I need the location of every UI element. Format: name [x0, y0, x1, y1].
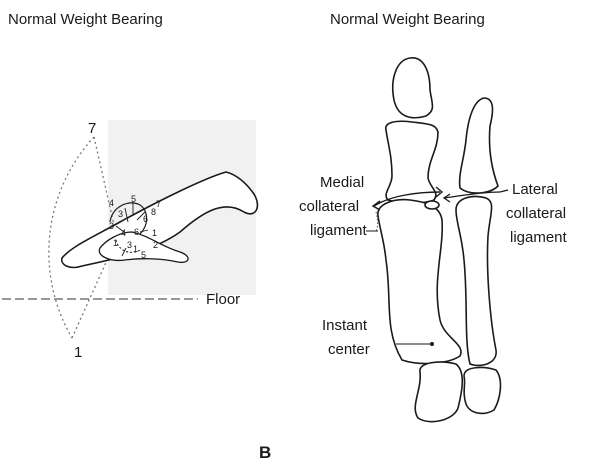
point-number: 1 — [113, 238, 118, 248]
arc-label-top: 7 — [88, 120, 96, 137]
second-metatarsal — [456, 197, 496, 366]
point-number: 2 — [153, 240, 158, 250]
medial-label-1: Medial — [320, 174, 364, 191]
instant-label-2: center — [328, 341, 370, 358]
point-number: 6 — [143, 214, 148, 224]
foot-bones — [378, 58, 501, 422]
caption-letter: B — [259, 443, 271, 461]
lateral-phalanx — [460, 98, 498, 193]
instant-center-dot — [430, 342, 434, 346]
right-panel: Normal Weight Bearing — [299, 11, 568, 422]
first-metatarsal — [378, 200, 461, 364]
point-number: 5 — [131, 194, 136, 204]
medial-label-2: collateral — [299, 198, 359, 215]
point-number: 3 — [118, 209, 123, 219]
lateral-label-3: ligament — [510, 229, 568, 246]
medial-label-3: ligament — [310, 222, 368, 239]
arc-label-bottom: 1 — [74, 344, 82, 361]
motion-arc — [49, 137, 94, 338]
lateral-label-1: Lateral — [512, 181, 558, 198]
left-title: Normal Weight Bearing — [8, 11, 163, 28]
left-panel: Normal Weight Bearing 7 1 Floor — [2, 11, 257, 361]
sesamoid — [425, 201, 439, 209]
point-number: 5 — [141, 250, 146, 260]
point-number: 6 — [134, 227, 139, 237]
point-number: 3 — [127, 240, 132, 250]
medial-cuneiform — [415, 362, 462, 422]
point-number: 1 — [152, 228, 157, 238]
point-number: 4 — [121, 228, 126, 238]
point-number: 7 — [156, 199, 161, 209]
point-number: 1 — [133, 244, 138, 254]
right-title: Normal Weight Bearing — [330, 11, 485, 28]
proximal-phalanx — [386, 121, 438, 203]
point-number: 4 — [109, 198, 114, 208]
lateral-label-2: collateral — [506, 205, 566, 222]
point-number: 3 — [109, 221, 114, 231]
distal-phalanx — [393, 58, 433, 118]
instant-label-1: Instant — [322, 317, 368, 334]
point-number: 8 — [151, 207, 156, 217]
intermediate-cuneiform — [464, 368, 500, 414]
floor-label: Floor — [206, 291, 240, 308]
